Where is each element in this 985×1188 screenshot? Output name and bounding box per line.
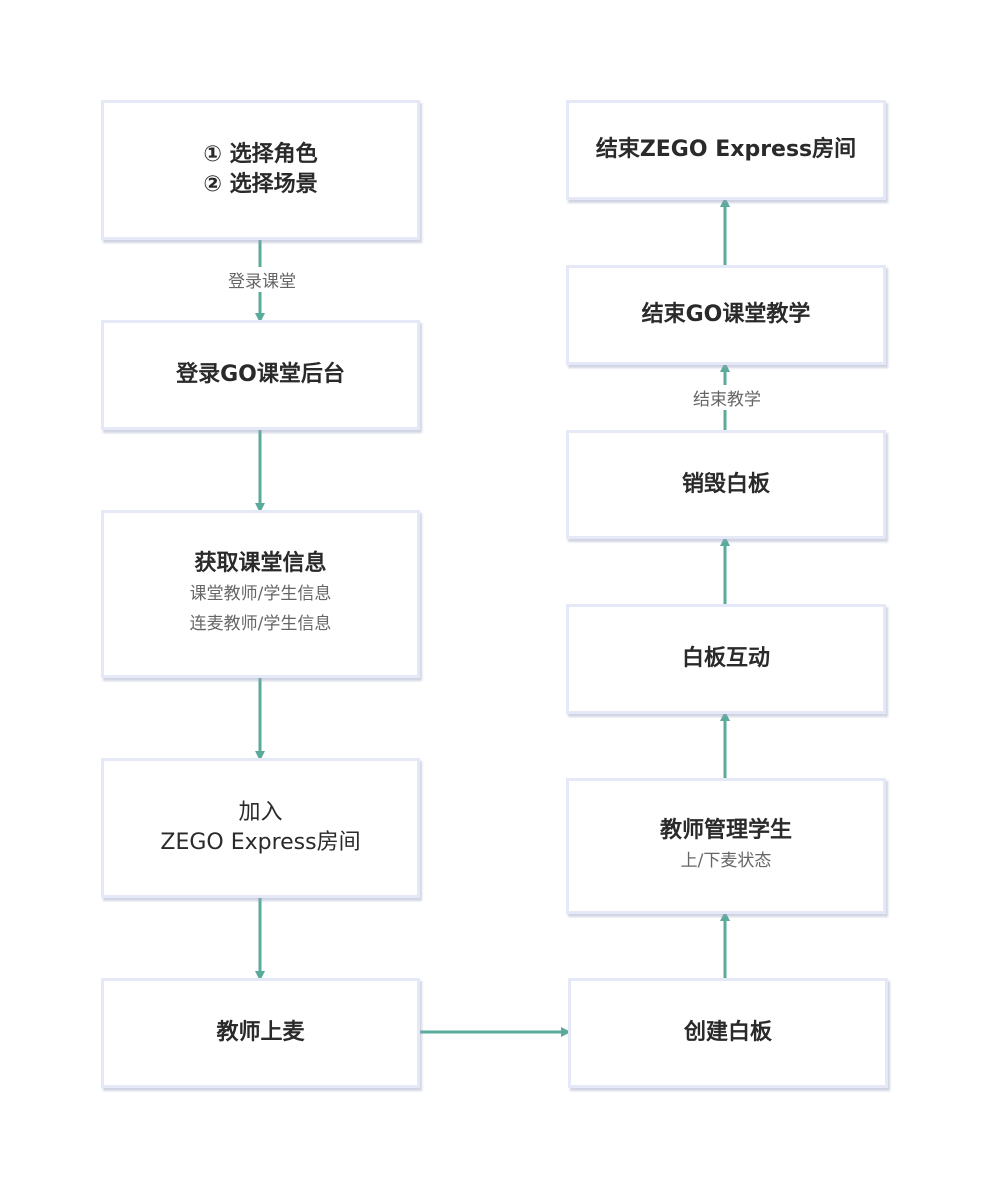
- node-destroy-board: 销毁白板: [566, 430, 886, 539]
- node-join-room-line1: 加入: [238, 800, 283, 825]
- node-select-line2: ② 选择场景: [203, 172, 318, 197]
- node-destroy-board-title: 销毁白板: [681, 471, 770, 497]
- node-end-room-title: 结束ZEGO Express房间: [595, 137, 857, 162]
- node-end-teaching: 结束GO课堂教学: [566, 265, 886, 365]
- node-create-board-title: 创建白板: [683, 1020, 772, 1045]
- node-login-backend-title: 登录GO课堂后台: [176, 362, 345, 387]
- node-manage-students: 教师管理学生 上/下麦状态: [566, 778, 886, 914]
- node-get-info-title: 获取课堂信息: [194, 551, 327, 576]
- node-join-room-line2: ZEGO Express房间: [160, 830, 361, 855]
- node-get-info-sub2: 连麦教师/学生信息: [189, 614, 332, 634]
- edge-label-login: 登录课堂: [215, 267, 309, 292]
- node-teacher-mic: 教师上麦: [101, 978, 420, 1088]
- node-join-room: 加入 ZEGO Express房间: [101, 758, 420, 898]
- node-teacher-mic-title: 教师上麦: [216, 1020, 305, 1045]
- node-select: ① 选择角色 ② 选择场景: [101, 100, 420, 240]
- node-login-backend: 登录GO课堂后台: [101, 320, 420, 430]
- node-manage-students-sub: 上/下麦状态: [680, 851, 772, 871]
- node-end-room: 结束ZEGO Express房间: [566, 100, 886, 200]
- node-select-line1: ① 选择角色: [203, 142, 318, 167]
- node-get-info-sub1: 课堂教师/学生信息: [189, 584, 332, 604]
- node-end-teaching-title: 结束GO课堂教学: [641, 302, 811, 327]
- node-board-interact: 白板互动: [566, 604, 886, 714]
- node-board-interact-title: 白板互动: [681, 646, 770, 671]
- edge-label-end-teaching: 结束教学: [680, 385, 774, 410]
- node-manage-students-title: 教师管理学生: [659, 818, 792, 843]
- node-create-board: 创建白板: [568, 978, 888, 1088]
- node-get-info: 获取课堂信息 课堂教师/学生信息 连麦教师/学生信息: [101, 510, 420, 678]
